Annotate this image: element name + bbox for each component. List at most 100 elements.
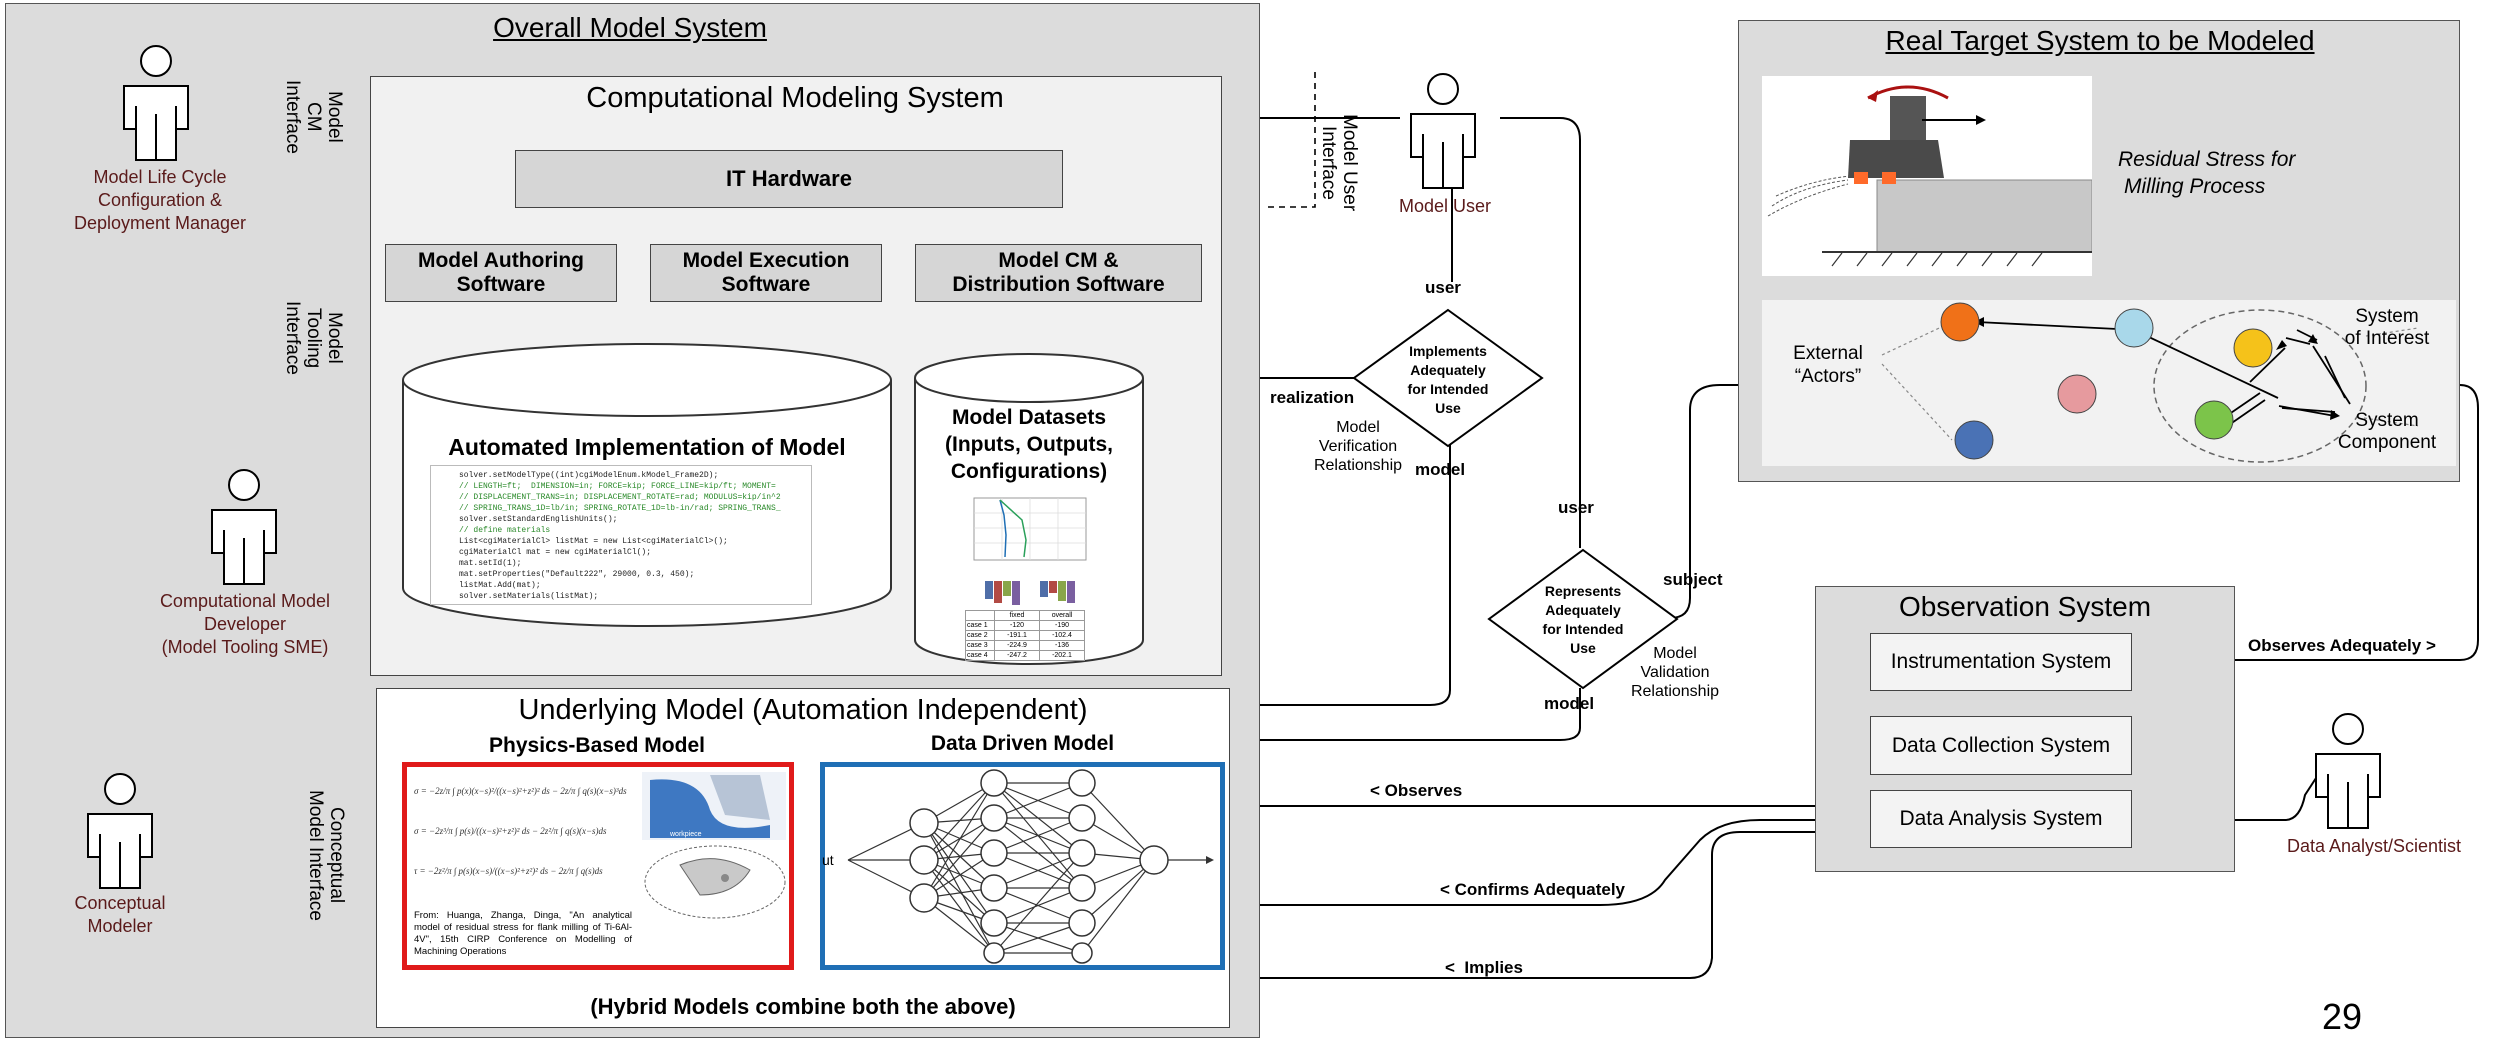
external-actors-label: External “Actors” (1768, 342, 1888, 388)
authoring-line-2: Software (456, 273, 546, 296)
soi-line-2: of Interest (2344, 328, 2430, 349)
lifecycle-manager-label: Model Life Cycle Configuration & Deploym… (20, 166, 300, 235)
model-user-person-icon (1410, 73, 1476, 189)
mini-table-header: fixed (994, 610, 1040, 621)
mini-table-cell: case 4 (965, 650, 995, 661)
model-cm-distribution-software-box: Model CM & Distribution Software (915, 244, 1202, 302)
external-line-1: External (1793, 343, 1863, 364)
authoring-line-1: Model Authoring (417, 249, 585, 272)
lifecycle-line-2: Configuration & (97, 190, 223, 210)
datasets-line-2: (Inputs, Outputs, (945, 433, 1113, 456)
code-line-6: solver.setStandardEnglishUnits(); (459, 515, 618, 524)
conceptual-modeler-label: Conceptual Modeler (40, 892, 200, 938)
validation-line-3: for Intended (1542, 621, 1624, 637)
developer-person-icon (211, 469, 277, 585)
implies-label: < Implies (1445, 958, 1523, 977)
dataset-bar-thumbnail (985, 581, 1075, 605)
verification-rel-line-1: Model (1336, 419, 1380, 436)
model-user-interface-label: Model User Interface (1318, 114, 1360, 212)
verification-rel-line-3: Relationship (1313, 457, 1403, 474)
code-line-3: // LENGTH=ft; DIMENSION=in; FORCE=kip; F… (459, 482, 776, 491)
validation-line-2: Adequately (1545, 602, 1621, 618)
code-line-13: listMat.Add(mat); (459, 581, 541, 590)
it-hardware-box: IT Hardware (515, 150, 1063, 208)
cm-interface-line-1: Model CM (303, 91, 345, 143)
soi-line-1: System (2355, 306, 2419, 327)
conceptual-modeler-person-icon (87, 773, 153, 889)
milling-tool-illustration: workpiece (642, 772, 786, 919)
conceptual-model-interface-label: Conceptual Model Interface (305, 785, 347, 925)
system-component-label: System Component (2322, 410, 2452, 454)
lifecycle-manager-person-icon (123, 45, 189, 161)
validation-subject-role: subject (1663, 570, 1723, 589)
validation-rel-line-2: Validation (1640, 664, 1710, 681)
physics-based-model-title: Physics-Based Model (489, 734, 705, 757)
mini-table-cell: -247.2 (994, 650, 1040, 661)
data-analyst-label: Data Analyst/Scientist (2286, 836, 2462, 856)
verification-line-2: Adequately (1410, 362, 1486, 378)
automated-implementation-title: Automated Implementation of Model (448, 433, 846, 460)
svg-text:σ = −2z³/π ∫ p(s)/((x−s)²+z²)²: σ = −2z³/π ∫ p(s)/((x−s)²+z²)² ds − 2z²/… (414, 826, 607, 837)
hybrid-models-note: (Hybrid Models combine both the above) (590, 994, 1016, 1019)
validation-model-role: model (1544, 694, 1595, 713)
neural-network-diagram (847, 769, 1214, 964)
mini-table-cell: -202.1 (1039, 650, 1085, 661)
datasets-line-1: Model Datasets (951, 406, 1107, 429)
mini-table-header: overall (1039, 610, 1085, 621)
svg-text:τ = −2z²/π ∫ p(s)(x−s)/((x−s)²: τ = −2z²/π ∫ p(s)(x−s)/((x−s)²+z²)² ds −… (414, 866, 603, 877)
mini-table-cell: -136 (1039, 640, 1085, 651)
mini-table-cell: case 3 (965, 640, 995, 651)
dataset-mini-table: fixed overall case 1 -120 -190 case 2 -1… (965, 610, 1085, 661)
code-line-14: solver.setMaterials(listMat); (459, 592, 599, 601)
verification-diamond (1352, 308, 1544, 448)
conceptual-interface-line-2: Model Interface (305, 789, 326, 921)
mini-table-cell: case 2 (965, 630, 995, 641)
model-tooling-interface-label: Model Tooling Interface (282, 288, 345, 388)
code-line-1: solver.setModelType((int)cgiModelEnum.kM… (459, 471, 719, 480)
code-line-12: mat.setProperties("Default222", 29000, 0… (459, 570, 695, 579)
developer-line-2: Developer (203, 614, 287, 634)
verification-diamond-text: Implements Adequately for Intended Use (1380, 340, 1516, 420)
execution-line-1: Model Execution (682, 249, 850, 272)
svg-text:workpiece: workpiece (669, 831, 702, 838)
comp-line-2: Component (2337, 432, 2437, 453)
mini-table-cell: -191.1 (994, 630, 1040, 641)
code-line-4: // DISPLACEMENT_TRANS=in; DISPLACEMENT_R… (459, 493, 781, 502)
data-analysis-system-label: Data Analysis System (1899, 807, 2103, 830)
validation-relationship-label: Model Validation Relationship (1615, 644, 1735, 701)
verification-line-4: Use (1435, 400, 1461, 416)
verification-realization-role: realization (1270, 388, 1355, 407)
mini-table-cell: -102.4 (1039, 630, 1085, 641)
cm-interface-line-2: Interface (282, 80, 303, 154)
confirms-adequately-label: < Confirms Adequately (1440, 880, 1625, 899)
validation-diamond (1487, 548, 1679, 690)
cm-line-2: Distribution Software (952, 273, 1165, 296)
developer-label: Computational Model Developer (Model Too… (100, 590, 390, 659)
conceptual-interface-line-1: Conceptual (326, 806, 347, 904)
model-authoring-software-box: Model Authoring Software (385, 244, 617, 302)
conceptual-line-1: Conceptual (74, 893, 166, 913)
instrumentation-system-box: Instrumentation System (1870, 633, 2132, 691)
mini-table-cell: -224.9 (994, 640, 1040, 651)
observation-system-title: Observation System (1898, 591, 2152, 622)
verification-user-role: user (1425, 278, 1461, 297)
mini-table-cell: -120 (994, 620, 1040, 631)
page-number: 29 (2322, 996, 2363, 1037)
data-collection-system-label: Data Collection System (1891, 733, 2111, 757)
mini-table-cell: case 1 (965, 620, 995, 631)
data-collection-system-box: Data Collection System (1870, 716, 2132, 775)
verification-rel-line-2: Verification (1318, 438, 1398, 455)
validation-line-1: Represents (1544, 583, 1622, 599)
verification-relationship-label: Model Verification Relationship (1298, 418, 1418, 475)
data-driven-model-title: Data Driven Model (930, 732, 1115, 755)
validation-rel-line-1: Model (1653, 645, 1697, 662)
developer-line-3: (Model Tooling SME) (161, 637, 329, 657)
validation-rel-line-3: Relationship (1630, 683, 1720, 700)
observes-label: < Observes (1370, 781, 1463, 800)
it-hardware-label: IT Hardware (726, 166, 852, 191)
svg-text:σ = −2z/π ∫ p(x)(x−s)²/((x−s)²: σ = −2z/π ∫ p(x)(x−s)²/((x−s)²+z²)² ds −… (414, 786, 627, 797)
dataset-plot-thumbnail (973, 497, 1087, 561)
milling-process-image (1762, 76, 2092, 276)
data-analysis-system-box: Data Analysis System (1870, 790, 2132, 848)
residual-stress-caption: Residual Stress for Milling Process (2118, 146, 2358, 200)
